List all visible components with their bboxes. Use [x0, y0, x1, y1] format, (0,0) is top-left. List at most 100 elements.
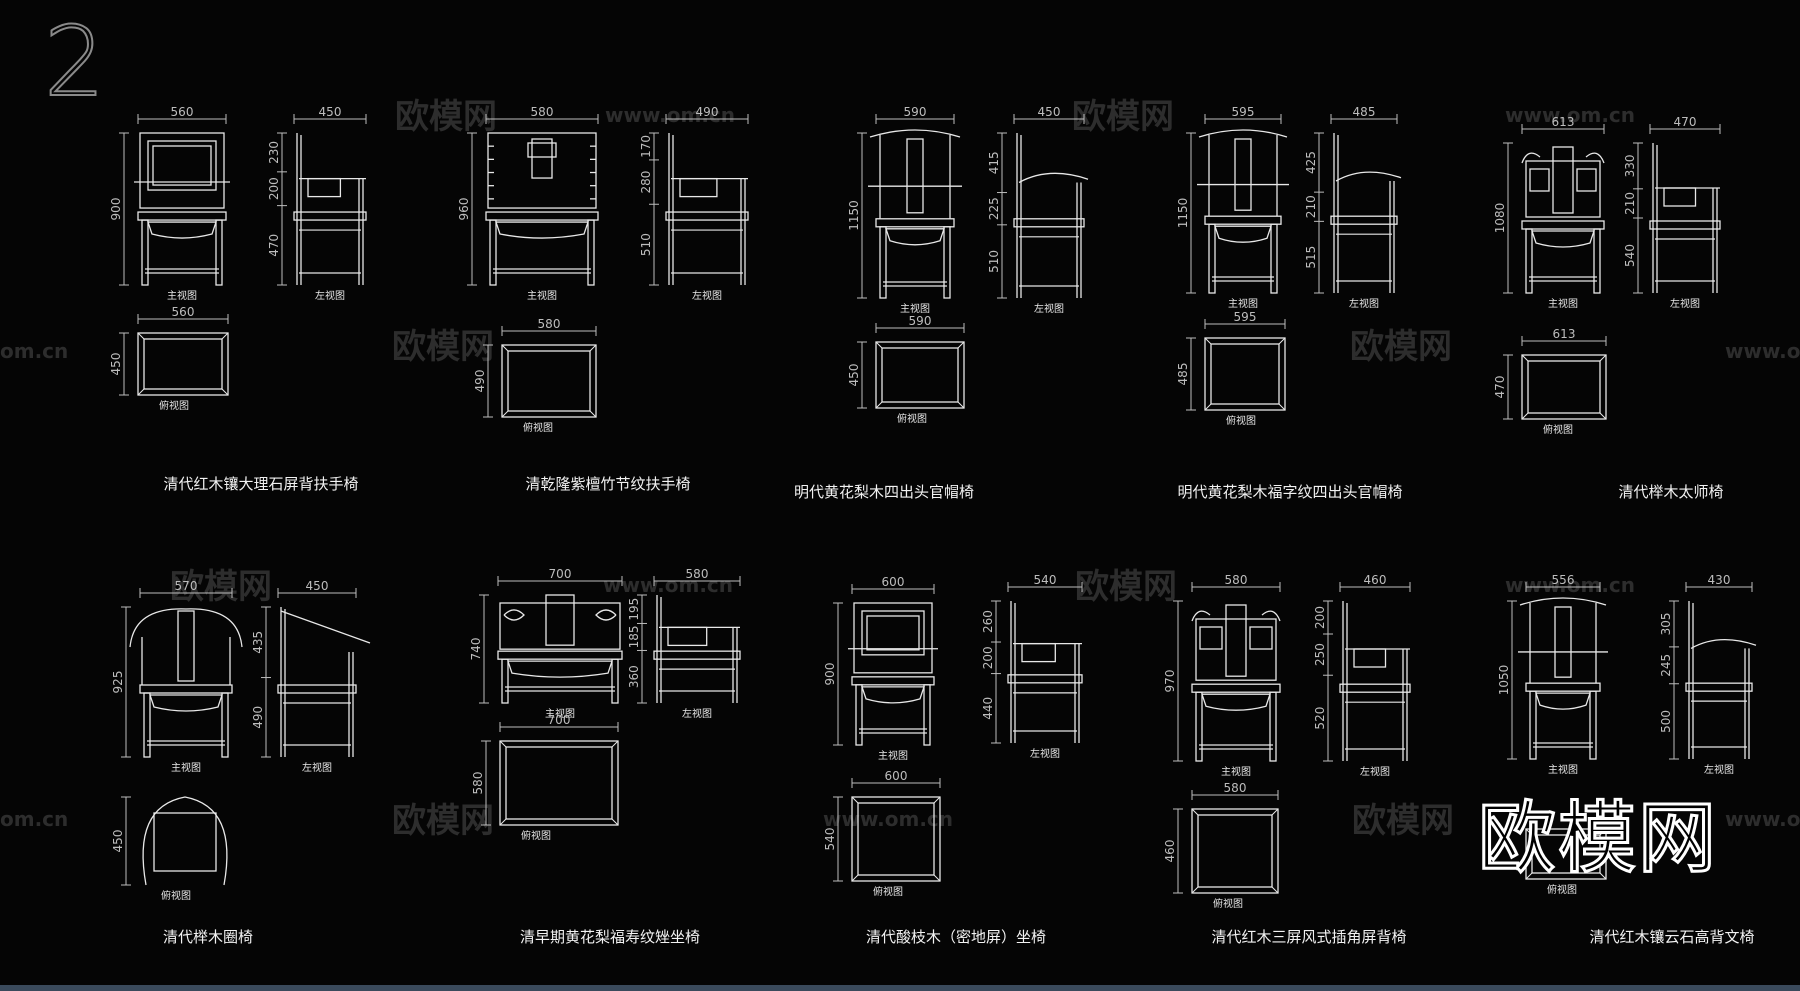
top-view [1191, 808, 1279, 894]
front-view [1518, 597, 1608, 760]
back-frame [139, 132, 225, 209]
chair-leg [215, 219, 223, 286]
seat-frame [499, 740, 619, 826]
dimension-value: 900 [823, 663, 837, 686]
view-label: 俯视图 [897, 412, 927, 425]
chair-caption: 清代红木三屏风式插角屏背椅 [1211, 928, 1407, 946]
miter-joint [933, 796, 941, 804]
miter-joint [221, 388, 229, 396]
back-frame [1195, 618, 1277, 681]
miter-joint [1521, 412, 1529, 420]
center-panel [1552, 146, 1574, 214]
top-view [137, 332, 229, 396]
dimension-value: 595 [1232, 105, 1255, 119]
dimension-value: 305 [1659, 612, 1673, 635]
armrest [1335, 171, 1402, 182]
seat-frame [1013, 218, 1085, 228]
dimension-value: 425 [1304, 151, 1318, 174]
watermark-url: www.om.cn [1505, 103, 1635, 127]
top-view [142, 796, 228, 886]
miter-joint [1278, 337, 1286, 345]
dimension-value: 210 [1304, 195, 1318, 218]
dimension-value: 1150 [1176, 198, 1190, 229]
dimension-value: 925 [111, 671, 125, 694]
dimension-value: 260 [981, 610, 995, 633]
chair-caption: 清代酸枝木（密地屏）坐椅 [865, 928, 1047, 946]
side-view [665, 133, 749, 285]
dimension-value: 440 [981, 697, 995, 720]
miter-joint [1521, 354, 1529, 362]
chair-caption: 清代榉木圈椅 [162, 928, 254, 946]
miter-joint [1191, 808, 1199, 816]
front-view [1197, 129, 1289, 294]
dimension-value: 360 [627, 665, 641, 688]
miter-joint [501, 344, 509, 352]
dimension-value: 590 [904, 105, 927, 119]
chair-leg [1589, 690, 1597, 760]
arm-panel [679, 177, 718, 198]
dimension-value: 600 [885, 769, 908, 783]
center-panel [545, 594, 575, 646]
dimension-value: 200 [1313, 606, 1327, 629]
seat-frame [137, 332, 229, 396]
watermark-url: www.om.cn [605, 103, 735, 127]
apron [1531, 230, 1595, 248]
seat-frame [1685, 682, 1753, 692]
watermark-text: 欧模网 [1352, 801, 1454, 841]
dimension-value: 450 [111, 830, 125, 853]
dimension-value: 580 [1225, 573, 1248, 587]
seat-frame [1525, 828, 1607, 880]
back-splat [1554, 606, 1572, 678]
armrest [1018, 172, 1089, 184]
side-view [1013, 133, 1089, 298]
apron [1214, 225, 1272, 243]
seat-frame [1007, 674, 1083, 684]
scroll-ear [1521, 152, 1605, 164]
watermark-url: om.cn [0, 807, 68, 831]
dimension-value: 195 [627, 598, 641, 621]
view-label: 主视图 [527, 289, 557, 302]
watermark-url: om.cn [0, 339, 68, 363]
seat-panel [1210, 343, 1280, 405]
dimension-value: 450 [319, 105, 342, 119]
view-label: 主视图 [1228, 297, 1258, 310]
seat-frame [1204, 215, 1282, 225]
view-label: 俯视图 [521, 829, 551, 842]
view-label: 左视图 [1704, 763, 1734, 776]
dimension-value: 225 [987, 197, 1001, 220]
miter-joint [1599, 872, 1607, 880]
seat-frame [875, 341, 965, 409]
back-splat [531, 138, 553, 179]
watermark-text: 欧模网 [392, 327, 494, 367]
dimension-value: 613 [1552, 115, 1575, 129]
watermark-url: www.om.cn [603, 573, 733, 597]
miter-joint [1271, 808, 1279, 816]
dimension-value: 540 [823, 828, 837, 851]
dimension-value: 245 [1659, 654, 1673, 677]
marble-panel-inner [152, 145, 212, 186]
chair-leg [1525, 228, 1533, 294]
dimension-value: 280 [639, 171, 653, 194]
view-label: 俯视图 [159, 399, 189, 412]
chair-caption: 清代红木镶云石高背文椅 [1589, 928, 1755, 946]
chair-leg [611, 658, 619, 704]
bottom-border [0, 985, 1800, 991]
back-frame [1525, 160, 1601, 218]
dimension-value: 570 [175, 579, 198, 593]
miter-joint [137, 388, 145, 396]
chair-caption: 清代红木镶大理石屏背扶手椅 [163, 475, 359, 493]
chair-leg [1208, 223, 1216, 294]
seat-panel [507, 350, 591, 412]
seat-frame [501, 344, 597, 418]
chair-leg [141, 219, 149, 286]
dimension-value: 470 [1674, 115, 1697, 129]
side-view [1649, 143, 1721, 293]
dimension-value: 740 [469, 638, 483, 661]
dimension-value: 490 [251, 706, 265, 729]
watermark-text: 欧模网 [1350, 327, 1452, 367]
top-view [1521, 354, 1607, 420]
view-label: 俯视图 [523, 421, 553, 434]
watermark-text: 欧模网 [1075, 567, 1177, 607]
view-label: 主视图 [1221, 765, 1251, 778]
